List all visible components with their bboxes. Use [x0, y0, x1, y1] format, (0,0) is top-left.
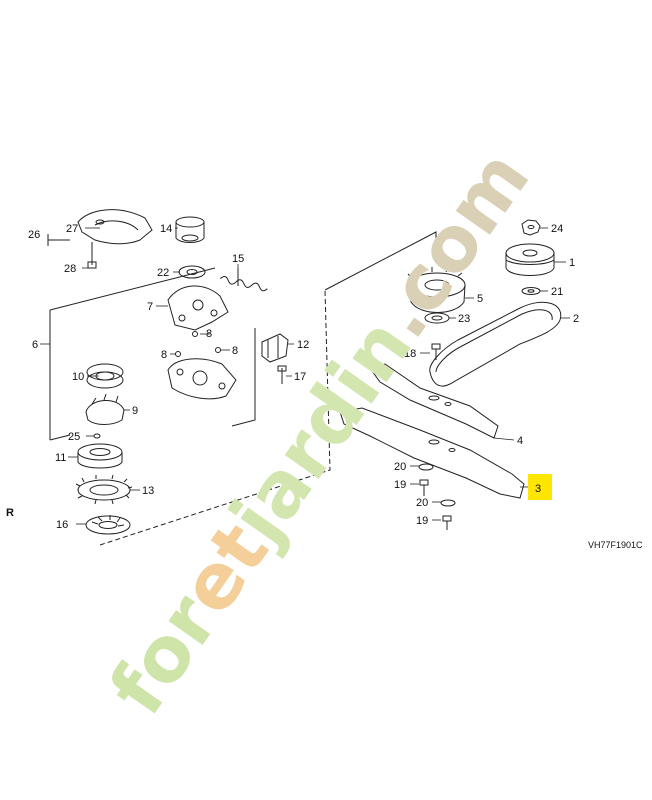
- spring-drawing: [220, 268, 268, 292]
- callout-4: 4: [517, 435, 523, 447]
- callout-5: 5: [477, 293, 483, 305]
- bolt-17-drawing: [277, 365, 287, 384]
- highlight-box: [528, 474, 552, 500]
- lower-blade-drawing: [339, 407, 525, 499]
- watermark-segment-4: .com: [356, 134, 547, 353]
- lock-washer-drawing: [85, 515, 131, 535]
- callout-7: 7: [147, 301, 153, 313]
- callout-20a: 20: [394, 461, 406, 473]
- brake-arm-drawing: [167, 285, 229, 331]
- callout-17: 17: [294, 371, 306, 383]
- callout-1: 1: [569, 257, 575, 269]
- callout-8c: 8: [232, 345, 238, 357]
- cover-plate-drawing: [47, 209, 153, 269]
- brake-ring-drawing: [86, 363, 124, 389]
- callout-26: 26: [28, 229, 40, 241]
- callout-16: 16: [56, 519, 68, 531]
- callout-23: 23: [458, 313, 470, 325]
- diagram-code: VH77F1901C: [588, 540, 643, 550]
- watermark-segment-3: jardin: [211, 302, 429, 560]
- callout-12: 12: [297, 339, 309, 351]
- callout-28: 28: [64, 263, 76, 275]
- callout-13: 13: [142, 485, 154, 497]
- bushing-drawing: [175, 216, 205, 243]
- washer-21-drawing: [521, 287, 541, 295]
- spring-holder-drawing: [85, 393, 125, 425]
- pulley-drawing: [505, 243, 555, 276]
- callout-24: 24: [551, 223, 563, 235]
- callout-8a: 8: [206, 328, 212, 340]
- nut-drawing: [521, 219, 541, 236]
- bearing-ring-drawing: [77, 443, 123, 469]
- cable-bracket-drawing: [261, 333, 289, 363]
- callout-9: 9: [132, 405, 138, 417]
- clutch-assembly-drawing: [407, 266, 466, 313]
- callout-22: 22: [157, 267, 169, 279]
- callout-19a: 19: [394, 479, 406, 491]
- upper-blade-drawing: [369, 363, 499, 439]
- gear-ring-drawing: [75, 474, 133, 505]
- callout-21: 21: [551, 286, 563, 298]
- callout-10: 10: [72, 371, 84, 383]
- pin-drawings: [175, 331, 221, 357]
- callout-25: 25: [68, 431, 80, 443]
- brake-plate-drawing: [167, 358, 237, 400]
- pin-25-drawing: [93, 433, 101, 439]
- callout-8b: 8: [161, 349, 167, 361]
- blade-bolt-drawings: [418, 463, 456, 530]
- assembly-frame: [49, 231, 437, 546]
- callout-14: 14: [160, 223, 172, 235]
- callout-19b: 19: [416, 515, 428, 527]
- leader-lines: [40, 227, 570, 525]
- callout-3: 3: [535, 483, 541, 495]
- callout-15: 15: [232, 253, 244, 265]
- callout-6: 6: [32, 339, 38, 351]
- callout-18: 18: [404, 348, 416, 360]
- callout-27: 27: [66, 223, 78, 235]
- callout-20b: 20: [416, 497, 428, 509]
- callouts: 1 2 3 4 5 6 7 8 8 8 9 10 11 12 13 14 15 …: [28, 223, 579, 531]
- belt-drawing: [429, 301, 562, 387]
- callout-2: 2: [573, 313, 579, 325]
- callout-11: 11: [55, 452, 66, 464]
- corner-mark: R: [6, 507, 14, 519]
